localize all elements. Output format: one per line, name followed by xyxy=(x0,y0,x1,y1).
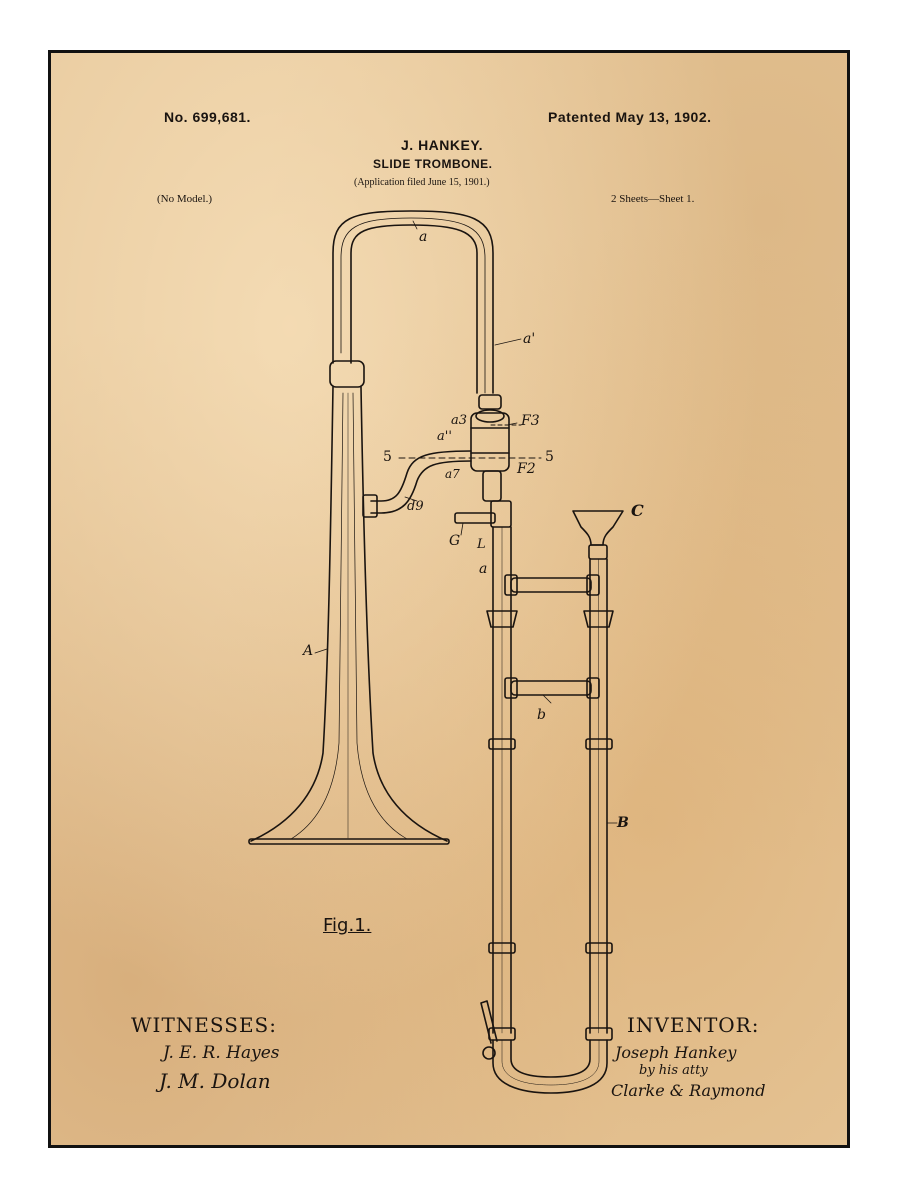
ref-label-c: C xyxy=(631,501,644,520)
trombone-drawing xyxy=(248,210,624,1094)
ref-label-a-prime: a' xyxy=(523,331,536,347)
attorney-line: by his atty xyxy=(639,1063,708,1078)
attorney-name: Clarke & Raymond xyxy=(611,1081,766,1100)
inventor-name: J. HANKEY. xyxy=(401,137,484,153)
patent-date: Patented May 13, 1902. xyxy=(548,109,712,125)
ref-label-slide-b: B xyxy=(617,815,629,831)
application-date: (Application filed June 15, 1901.) xyxy=(354,177,490,188)
ref-label-f3: F3 xyxy=(521,413,540,429)
patent-poster: No. 699,681. Patented May 13, 1902. J. H… xyxy=(48,50,850,1148)
model-note: (No Model.) xyxy=(157,193,212,205)
patent-title: SLIDE TROMBONE. xyxy=(373,157,493,171)
patent-number: No. 699,681. xyxy=(164,109,251,125)
ref-label-a7: a7 xyxy=(445,467,460,481)
ref-label-5-left: 5 xyxy=(383,449,392,465)
ref-label-d9: d9 xyxy=(407,499,424,514)
ref-label-b: b xyxy=(537,707,546,723)
ref-label-l: L xyxy=(477,537,486,552)
inventor-signature: Joseph Hankey xyxy=(615,1043,737,1062)
figure-caption: Fig.1. xyxy=(323,915,372,936)
ref-label-f2: F2 xyxy=(517,461,536,477)
witness-signature-1: J. E. R. Hayes xyxy=(163,1043,280,1063)
witnesses-heading: WITNESSES: xyxy=(131,1013,277,1037)
ref-label-a-top: a xyxy=(419,229,428,245)
witness-signature-2: J. M. Dolan xyxy=(159,1069,271,1093)
inventor-heading: INVENTOR: xyxy=(627,1013,760,1037)
ref-label-g: G xyxy=(449,533,461,549)
ref-label-bell-a: A xyxy=(303,643,314,659)
ref-label-a3: a3 xyxy=(451,413,468,428)
ref-label-5-right: 5 xyxy=(545,449,554,465)
sheet-number: 2 Sheets—Sheet 1. xyxy=(611,193,695,205)
ref-label-a-double-prime: a'' xyxy=(437,429,452,444)
ref-label-a-lower: a xyxy=(479,561,488,577)
